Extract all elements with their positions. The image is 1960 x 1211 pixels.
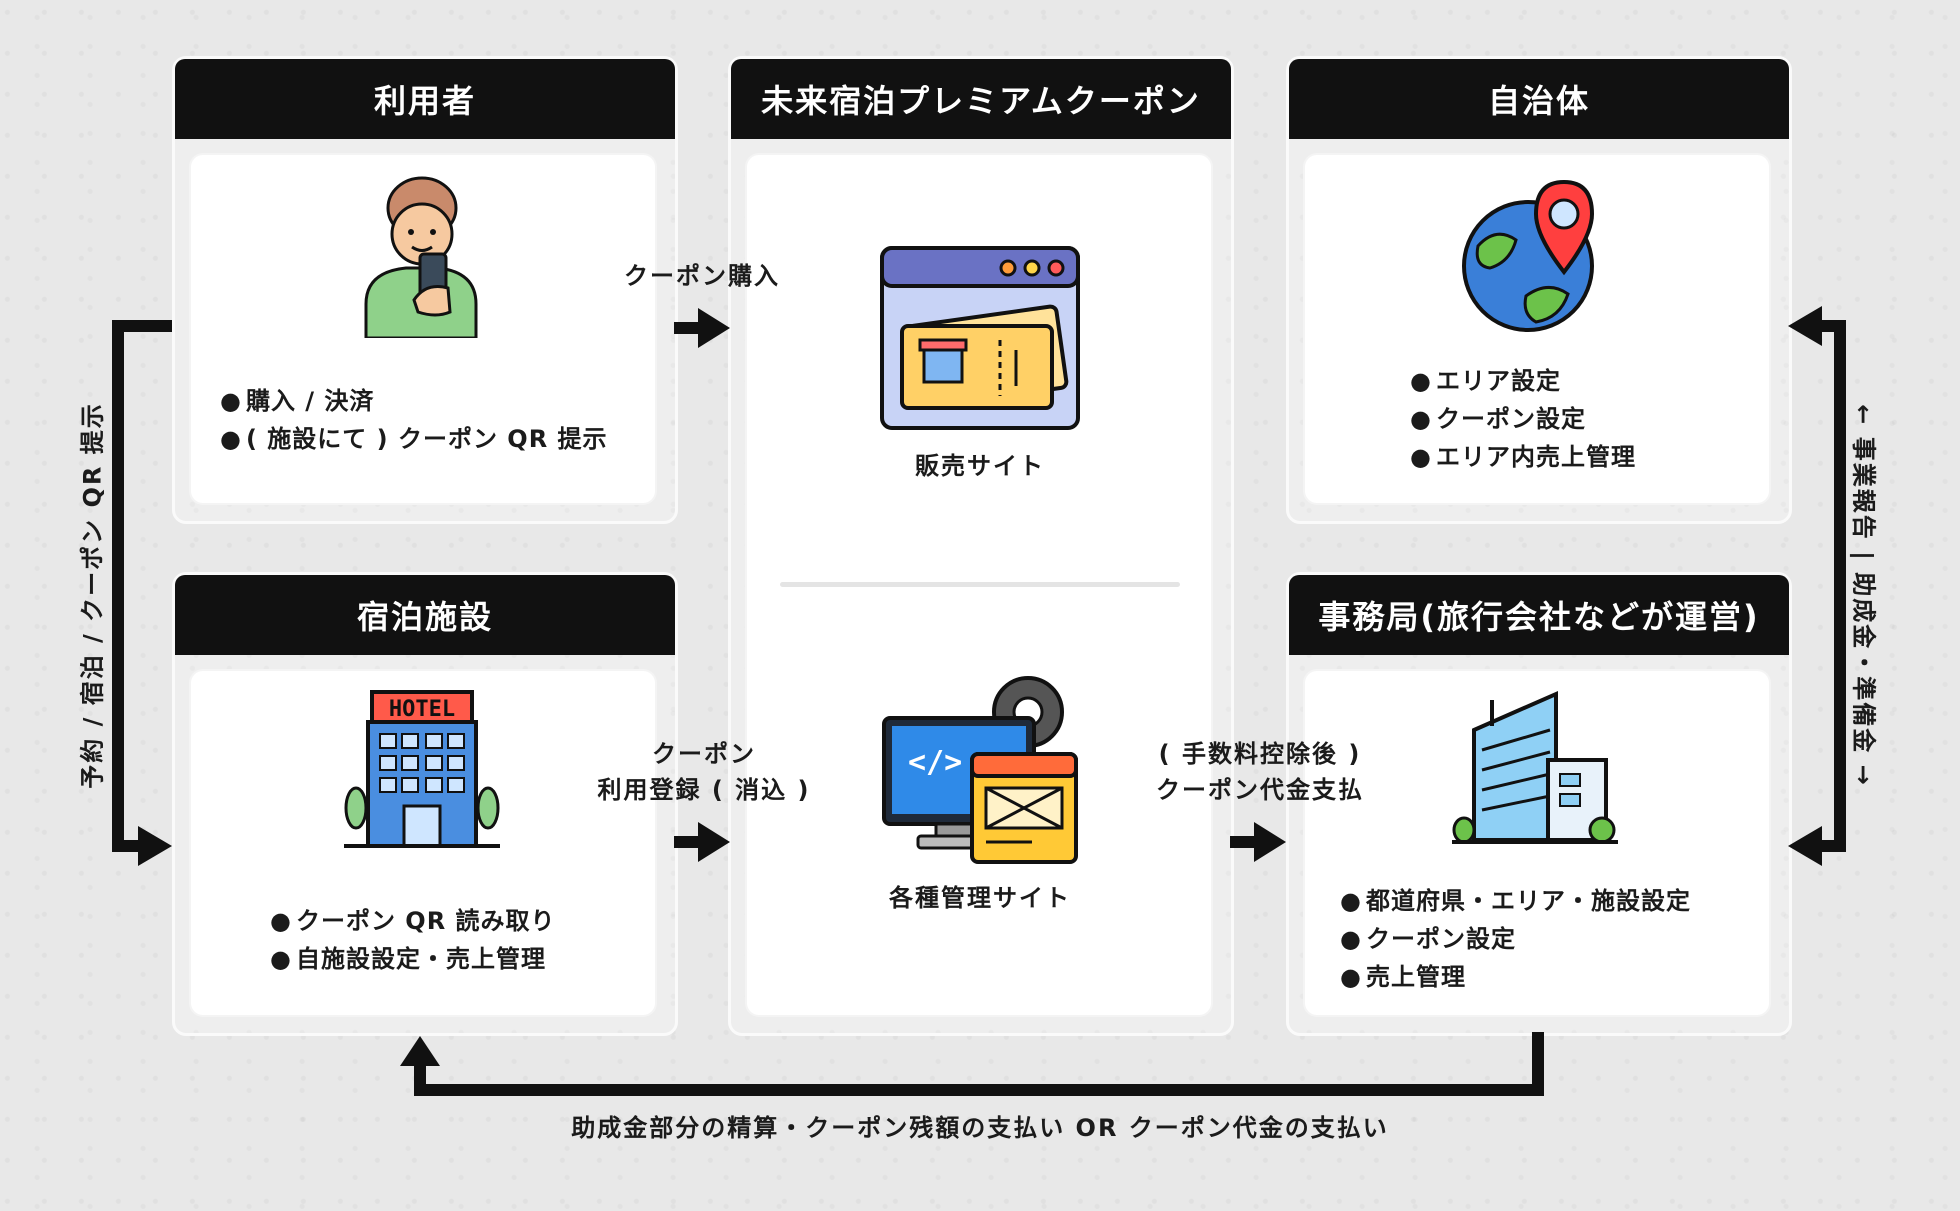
list-item: 購入 / 決済 [220,382,608,420]
list-item: ( 施設にて ) クーポン QR 提示 [220,420,608,458]
hotel-sign-text: HOTEL [389,697,455,722]
register-flow-line1: クーポン [652,740,756,768]
right-top-arrowhead [1788,306,1822,346]
municipality-card-title: 自治体 [1289,59,1789,139]
divider [780,582,1180,587]
hotel-item-list: クーポン QR 読み取り 自施設設定・売上管理 [270,902,556,978]
coupon-card-title: 未来宿泊プレミアムクーポン [731,59,1231,139]
payment-arrowhead [1254,822,1286,862]
left-loop-arrowhead [138,826,172,866]
payment-flow-label: ( 手数料控除後 ) クーポン代金支払 [1140,736,1380,808]
office-item-list: 都道府県・エリア・施設設定 クーポン設定 売上管理 [1340,882,1691,996]
list-item: クーポン QR 読み取り [270,902,556,940]
purchase-flow-label: クーポン購入 [624,262,780,290]
right-bottom-arrowhead [1788,826,1822,866]
user-item-list: 購入 / 決済 ( 施設にて ) クーポン QR 提示 [220,382,608,458]
hotel-icon: HOTEL [344,690,500,850]
list-item: エリア内売上管理 [1410,438,1636,476]
payment-flow-line2: クーポン代金支払 [1156,776,1364,804]
list-item: 売上管理 [1340,958,1691,996]
user-icon [356,172,486,338]
hotel-card-title: 宿泊施設 [175,575,675,655]
sales-site-icon [880,246,1080,430]
sales-site-label: 販売サイト [915,452,1045,480]
register-flow-line2: 利用登録 ( 消込 ) [597,776,811,804]
register-arrowhead [698,822,730,862]
office-building-icon [1452,690,1618,846]
coupon-card: 未来宿泊プレミアムクーポン [728,56,1234,1036]
right-vertical-label: ← 事業報告 | 助成金・準備金 → [1849,404,1878,787]
admin-site-label: 各種管理サイト [889,884,1071,912]
register-flow-label: クーポン 利用登録 ( 消込 ) [584,736,824,808]
municipality-item-list: エリア設定 クーポン設定 エリア内売上管理 [1410,362,1636,476]
list-item: エリア設定 [1410,362,1636,400]
list-item: クーポン設定 [1410,400,1636,438]
left-vertical-label: 予約 / 宿泊 / クーポン QR 提示 [78,402,107,789]
purchase-arrowhead [698,308,730,348]
office-card-title: 事務局(旅行会社などが運営) [1289,575,1789,655]
list-item: 自施設設定・売上管理 [270,940,556,978]
svg-text:</>: </> [908,745,962,780]
list-item: 都道府県・エリア・施設設定 [1340,882,1691,920]
user-card-title: 利用者 [175,59,675,139]
bottom-loop-arrowhead [400,1036,440,1066]
bottom-flow-label: 助成金部分の精算・クーポン残額の支払い OR クーポン代金の支払い [571,1114,1389,1142]
admin-site-icon: </> [882,670,1078,866]
globe-pin-icon [1456,176,1616,334]
list-item: クーポン設定 [1340,920,1691,958]
payment-flow-line1: ( 手数料控除後 ) [1158,740,1362,768]
